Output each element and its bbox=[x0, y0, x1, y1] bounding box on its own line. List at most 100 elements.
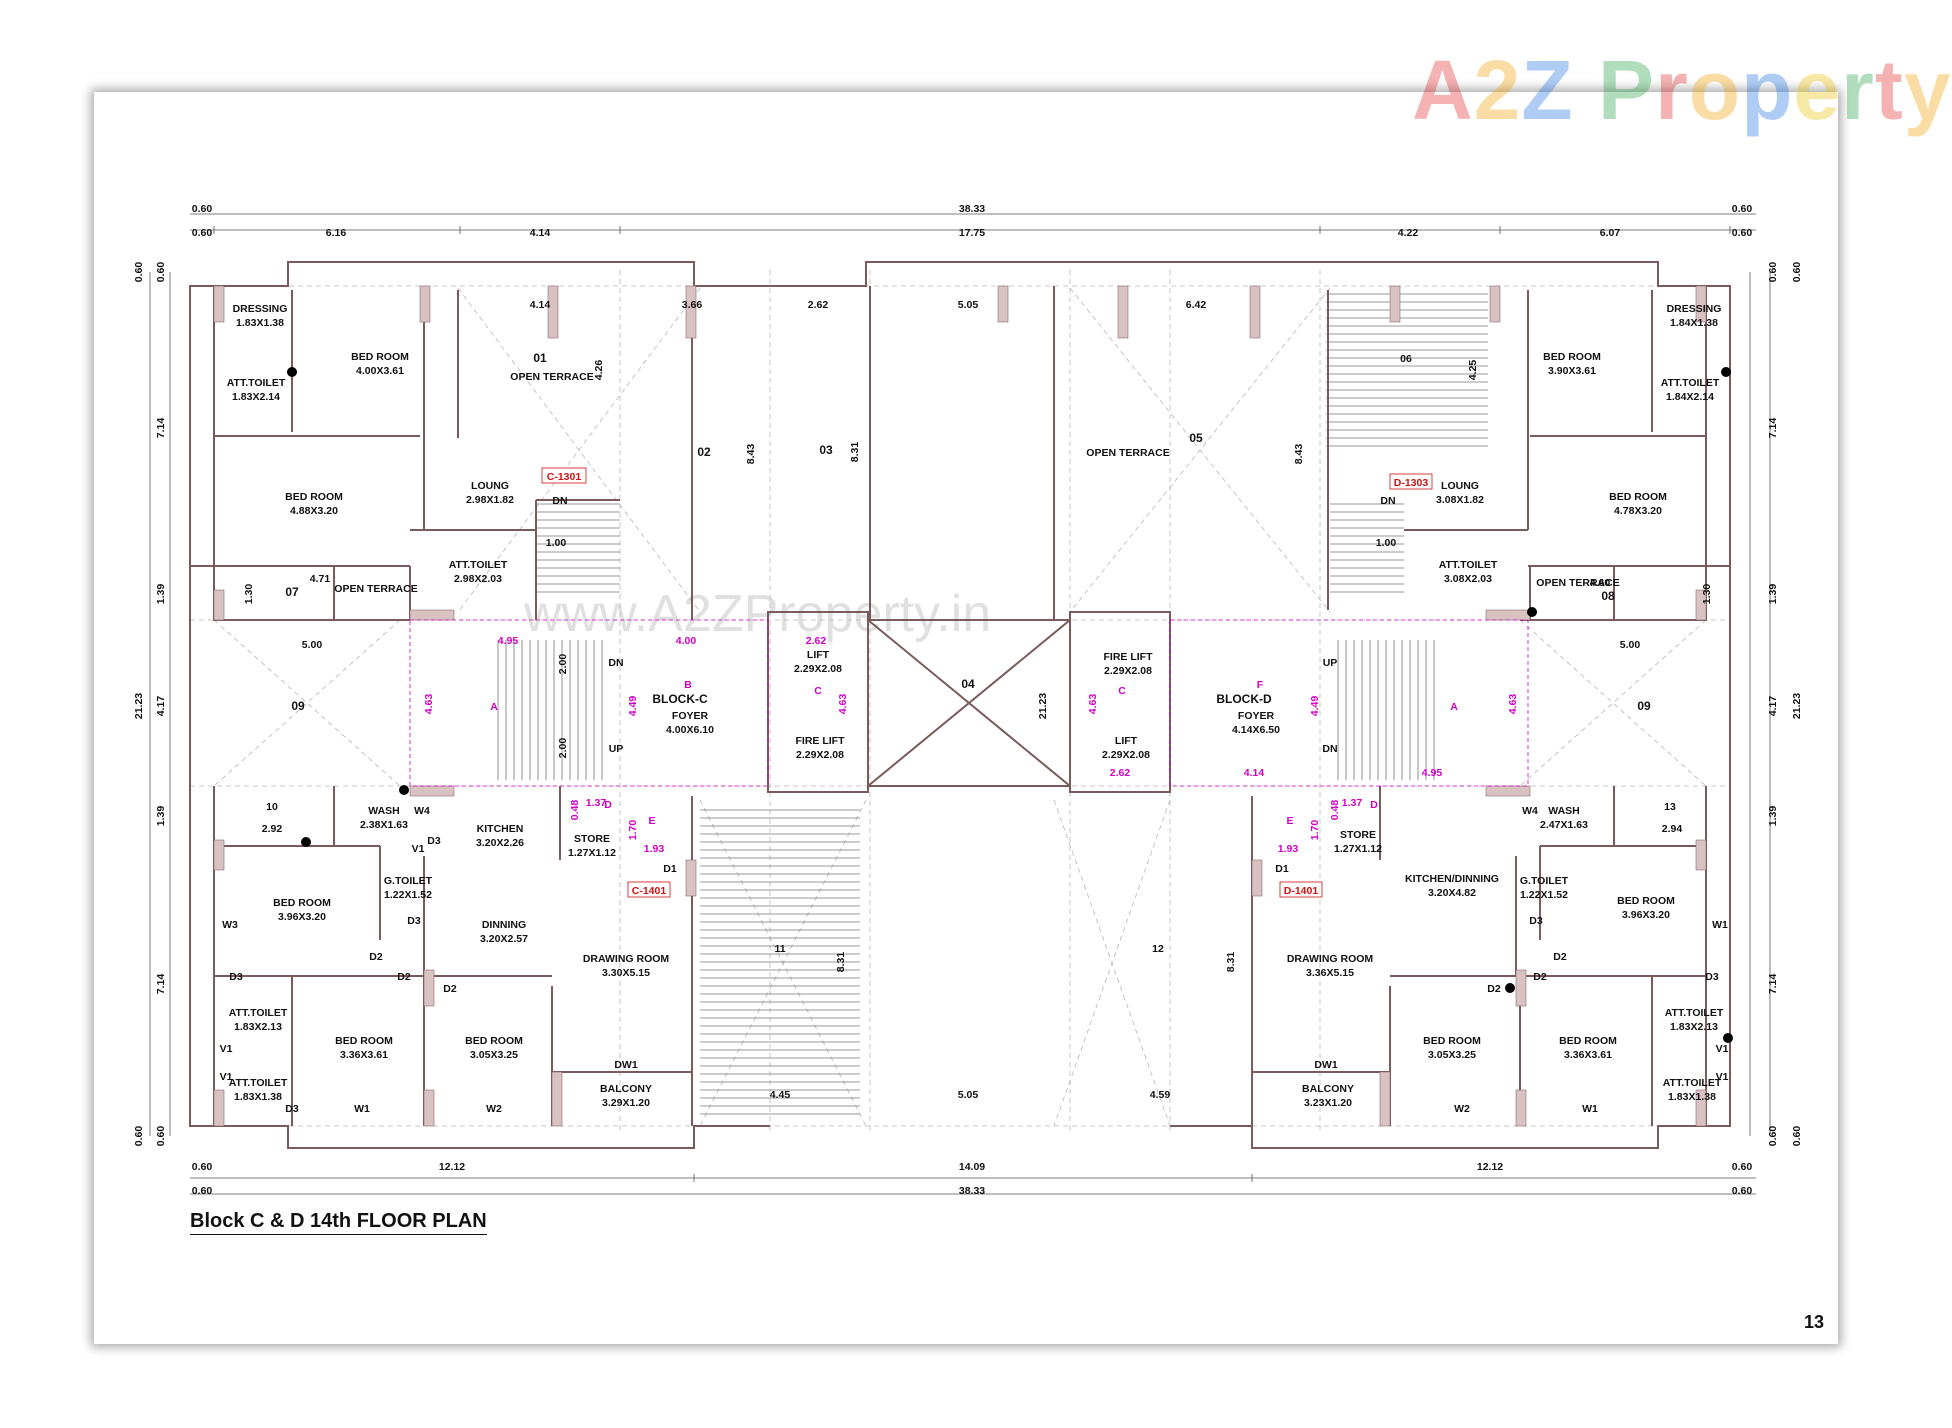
room-size: 3.36X3.61 bbox=[1564, 1049, 1612, 1061]
space-tag: 12 bbox=[1152, 943, 1164, 955]
dimension-label: 1.39 bbox=[1767, 584, 1779, 605]
dimension-label: 21.23 bbox=[1791, 693, 1803, 719]
grid-letter: F bbox=[1257, 679, 1264, 691]
block-name: BLOCK-C bbox=[652, 692, 708, 706]
dimension-label: 0.60 bbox=[192, 227, 213, 239]
top-dimensions: 38.33 0.60 0.60 0.60 6.16 4.14 17.75 4.2… bbox=[192, 203, 1753, 239]
room-size: 1.83X2.13 bbox=[1670, 1021, 1718, 1033]
room-name: KITCHEN/DINNING bbox=[1405, 873, 1499, 885]
door-label: D2 bbox=[1553, 951, 1567, 963]
room-name: KITCHEN bbox=[477, 823, 524, 835]
dimension-label: 0.60 bbox=[155, 1126, 167, 1147]
grid-letter: C bbox=[1118, 685, 1126, 697]
staircase-treads bbox=[497, 293, 1488, 1115]
door-label: D3 bbox=[1705, 971, 1719, 983]
dimension-label: 4.25 bbox=[1467, 360, 1479, 381]
grid-letter: A bbox=[490, 701, 498, 713]
grid-letter: D bbox=[1370, 799, 1378, 811]
core-dimension: 4.95 bbox=[498, 635, 519, 647]
dimension-label: 0.60 bbox=[1732, 227, 1753, 239]
space-tag: 03 bbox=[819, 443, 833, 457]
room-size: 2.98X1.82 bbox=[466, 494, 514, 506]
block-c-lower-rooms: WASH 2.38X1.63 KITCHEN 3.20X2.26 STORE 1… bbox=[229, 805, 671, 1109]
dimension-label: 2.92 bbox=[262, 823, 283, 835]
door-label: D2 bbox=[443, 983, 457, 995]
room-name: LIFT bbox=[1115, 735, 1138, 747]
dimension-label: 1.00 bbox=[1376, 537, 1397, 549]
dimension-label: 5.05 bbox=[958, 299, 979, 311]
dimension-label: 8.31 bbox=[849, 442, 861, 463]
room-size: 4.88X3.20 bbox=[290, 505, 338, 517]
dimension-label: 0.60 bbox=[192, 1161, 213, 1173]
exterior-walls bbox=[189, 261, 1731, 1149]
core-dimension: 4.00 bbox=[676, 635, 697, 647]
room-size: 3.29X1.20 bbox=[602, 1097, 650, 1109]
room-size: 1.27X1.12 bbox=[1334, 843, 1382, 855]
room-size: 3.20X2.26 bbox=[476, 837, 524, 849]
space-tag: 06 bbox=[1400, 353, 1412, 365]
dimension-label: 21.23 bbox=[1037, 693, 1049, 719]
core-dimension: 4.14 bbox=[1244, 767, 1265, 779]
window-label: W1 bbox=[1712, 919, 1728, 931]
dimension-label: 8.43 bbox=[745, 444, 757, 465]
room-size: 2.29X2.08 bbox=[796, 749, 844, 761]
dimension-label: 1.30 bbox=[243, 584, 255, 605]
room-size: 3.90X3.61 bbox=[1548, 365, 1596, 377]
room-size: 4.14X6.50 bbox=[1232, 724, 1280, 736]
door-label: D2 bbox=[1487, 983, 1501, 995]
room-size: 3.08X1.82 bbox=[1436, 494, 1484, 506]
core-dimension: 4.49 bbox=[627, 696, 639, 717]
dimension-label: 4.71 bbox=[310, 573, 331, 585]
room-name: STORE bbox=[574, 833, 610, 845]
terrace-tag: 07 bbox=[285, 585, 299, 599]
core-dimension: 1.70 bbox=[1309, 820, 1321, 841]
room-size: 2.47X1.63 bbox=[1540, 819, 1588, 831]
ventilator-label: V1 bbox=[1716, 1043, 1729, 1055]
door-label: D3 bbox=[285, 1103, 299, 1115]
block-c-upper-rooms: DRESSING 1.83X1.38 BED ROOM 4.00X3.61 AT… bbox=[227, 303, 594, 599]
stair-direction: DN bbox=[1322, 743, 1337, 755]
room-name: G.TOILET bbox=[1520, 875, 1569, 887]
dimension-label: 1.30 bbox=[1701, 584, 1713, 605]
a2z-property-logo: A2Z Property bbox=[1412, 43, 1952, 137]
inner-dimensions: 4.14 3.66 2.62 5.05 6.42 4.26 8.43 8.31 … bbox=[243, 299, 1713, 1101]
door-label: DW1 bbox=[614, 1059, 637, 1071]
door-window-labels: D1 D2 D2 D2 D3 D3 D3 D3 W1 W2 W3 W4 V1 V… bbox=[220, 805, 1729, 1115]
door-label: D3 bbox=[1529, 915, 1543, 927]
window-label: W1 bbox=[354, 1103, 370, 1115]
room-name: OPEN TERRACE bbox=[334, 583, 417, 595]
fixture-markers bbox=[287, 367, 1733, 1043]
grid-letter: C bbox=[814, 685, 822, 697]
dimension-label: 1.39 bbox=[1767, 806, 1779, 827]
room-size: 3.05X3.25 bbox=[470, 1049, 518, 1061]
room-name: ATT.TOILET bbox=[229, 1077, 288, 1089]
unit-number: C-1401 bbox=[632, 885, 667, 897]
window-label: W2 bbox=[486, 1103, 502, 1115]
ventilator-label: V1 bbox=[220, 1071, 233, 1083]
room-size: 2.98X2.03 bbox=[454, 573, 502, 585]
dimension-label: 2.00 bbox=[557, 738, 569, 759]
dimension-label: 0.60 bbox=[133, 262, 145, 283]
core-dimension: 2.62 bbox=[806, 635, 827, 647]
stair-direction: UP bbox=[1323, 657, 1338, 669]
core-dimension: 1.37 bbox=[586, 797, 607, 809]
dimension-label: 5.00 bbox=[1620, 639, 1641, 651]
core-dimension: 1.37 bbox=[1342, 797, 1363, 809]
dimension-label: 3.66 bbox=[682, 299, 703, 311]
dimension-label: 4.14 bbox=[530, 299, 551, 311]
dimension-label: 0.60 bbox=[1791, 1126, 1803, 1147]
core-dimension: 4.63 bbox=[423, 694, 435, 715]
room-name: BED ROOM bbox=[1423, 1035, 1481, 1047]
dimension-label: 4.14 bbox=[530, 227, 551, 239]
dimension-label: 7.14 bbox=[1767, 418, 1779, 439]
page-number: 13 bbox=[1804, 1312, 1825, 1332]
room-size: 1.83X2.14 bbox=[232, 391, 280, 403]
dimension-label: 0.60 bbox=[192, 1185, 213, 1197]
left-dimensions: 0.60 0.60 7.14 1.39 4.17 21.23 1.39 7.14… bbox=[133, 262, 167, 1147]
room-name: DINNING bbox=[482, 919, 526, 931]
dimension-label: 1.39 bbox=[155, 806, 167, 827]
door-label: D3 bbox=[229, 971, 243, 983]
dimension-label: 1.39 bbox=[155, 584, 167, 605]
window-label: W2 bbox=[1454, 1103, 1470, 1115]
block-c-core: BLOCK-C FOYER 4.00X6.10 LIFT 2.29X2.08 F… bbox=[652, 649, 845, 761]
